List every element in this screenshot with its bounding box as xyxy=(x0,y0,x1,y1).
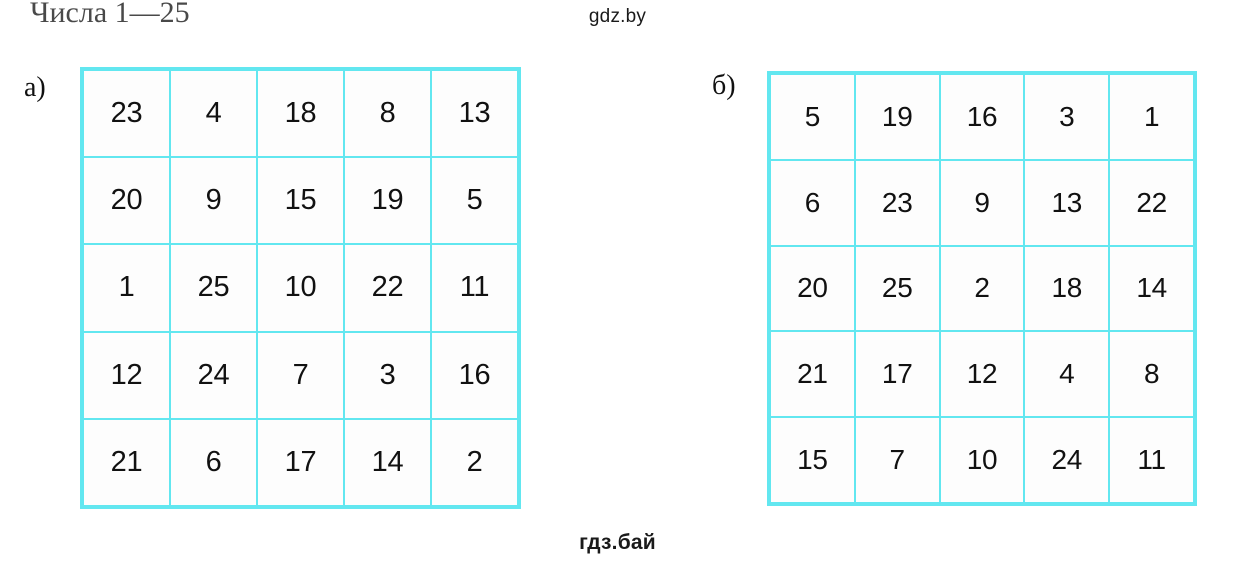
grid-cell[interactable]: 12 xyxy=(940,332,1024,417)
grid-cell[interactable]: 25 xyxy=(855,246,939,331)
grid-cell[interactable]: 6 xyxy=(771,160,854,245)
grid-cell[interactable]: 3 xyxy=(1025,75,1109,159)
grid-cell[interactable]: 25 xyxy=(171,245,256,331)
grid-cell[interactable]: 4 xyxy=(1025,332,1109,417)
grid-cell[interactable]: 15 xyxy=(258,158,343,244)
grid-cell[interactable]: 16 xyxy=(432,332,517,418)
grid-cell[interactable]: 21 xyxy=(84,419,169,505)
grid-cell[interactable]: 23 xyxy=(84,71,169,157)
grid-cell[interactable]: 1 xyxy=(1110,75,1193,159)
grid-cell[interactable]: 8 xyxy=(345,71,430,157)
watermark-bottom: гдз.бай xyxy=(579,531,656,554)
grid-cell[interactable]: 23 xyxy=(855,160,939,245)
grid-cell[interactable]: 16 xyxy=(940,75,1024,159)
grid-cell[interactable]: 15 xyxy=(771,418,854,502)
grid-cell[interactable]: 8 xyxy=(1110,332,1193,417)
part-label-a: а) xyxy=(24,72,46,103)
grid-cell[interactable]: 13 xyxy=(432,71,517,157)
grid-cell[interactable]: 24 xyxy=(1025,418,1109,502)
grid-cell[interactable]: 12 xyxy=(84,332,169,418)
grid-cell[interactable]: 11 xyxy=(1110,418,1193,502)
grid-cell[interactable]: 2 xyxy=(940,246,1024,331)
grid-cell[interactable]: 14 xyxy=(345,419,430,505)
grid-cell[interactable]: 7 xyxy=(855,418,939,502)
grid-cell[interactable]: 5 xyxy=(432,158,517,244)
grid-cell[interactable]: 10 xyxy=(258,245,343,331)
grid-cell[interactable]: 5 xyxy=(771,75,854,159)
grid-cell[interactable]: 7 xyxy=(258,332,343,418)
grid-cell[interactable]: 14 xyxy=(1110,246,1193,331)
grid-cell[interactable]: 13 xyxy=(1025,160,1109,245)
part-label-b: б) xyxy=(712,70,736,101)
grid-cell[interactable]: 24 xyxy=(171,332,256,418)
grid-cell[interactable]: 20 xyxy=(84,158,169,244)
grid-cell[interactable]: 17 xyxy=(855,332,939,417)
grid-cell[interactable]: 18 xyxy=(1025,246,1109,331)
clipped-heading: Числа 1—25 xyxy=(30,0,190,29)
grid-cell[interactable]: 10 xyxy=(940,418,1024,502)
grid-cell[interactable]: 6 xyxy=(171,419,256,505)
grid-cell[interactable]: 2 xyxy=(432,419,517,505)
grid-cell[interactable]: 22 xyxy=(345,245,430,331)
watermark-top: gdz.by xyxy=(588,6,647,27)
grid-cell[interactable]: 20 xyxy=(771,246,854,331)
grid-cell[interactable]: 19 xyxy=(855,75,939,159)
grid-cell[interactable]: 9 xyxy=(171,158,256,244)
grid-cell[interactable]: 9 xyxy=(940,160,1024,245)
grid-cell[interactable]: 22 xyxy=(1110,160,1193,245)
grid-cell[interactable]: 3 xyxy=(345,332,430,418)
grid-cell[interactable]: 18 xyxy=(258,71,343,157)
grid-cell[interactable]: 21 xyxy=(771,332,854,417)
grid-cell[interactable]: 11 xyxy=(432,245,517,331)
grid-cell[interactable]: 1 xyxy=(84,245,169,331)
grid-cell[interactable]: 19 xyxy=(345,158,430,244)
grid-cell[interactable]: 4 xyxy=(171,71,256,157)
grid-cell[interactable]: 17 xyxy=(258,419,343,505)
